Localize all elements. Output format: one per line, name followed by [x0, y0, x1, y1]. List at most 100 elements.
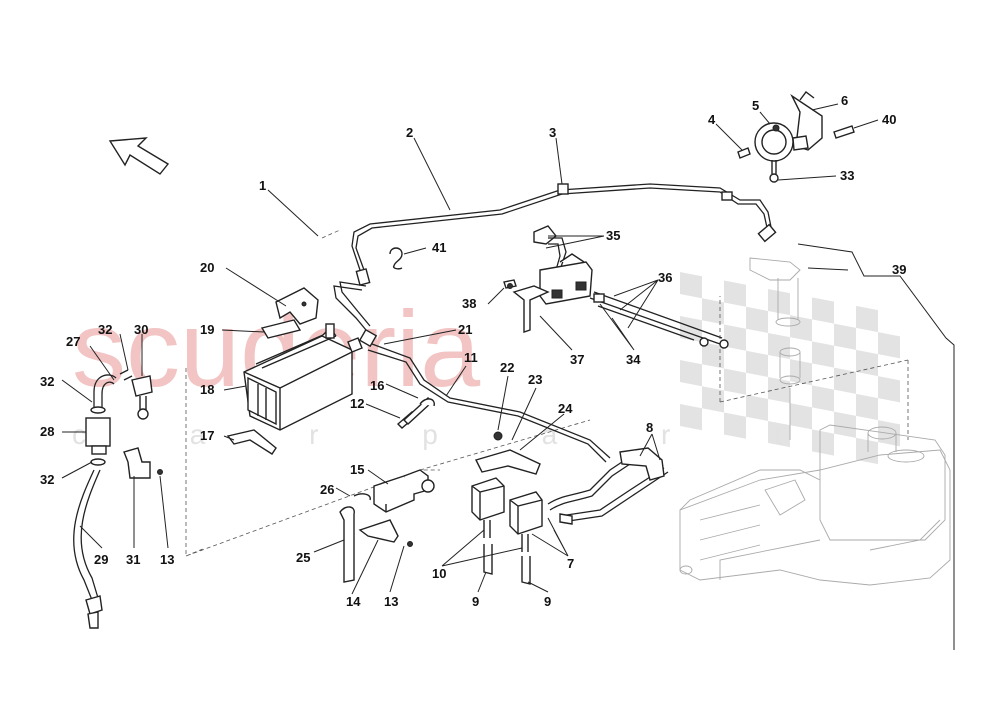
short-hose-12: [396, 397, 435, 429]
callout-1: 1: [259, 178, 266, 193]
callout-25: 25: [296, 550, 310, 565]
leader-lines: [61, 103, 879, 595]
left-fitting-assembly: [73, 369, 163, 629]
solenoid-valve-15: [353, 469, 435, 547]
flag-square: [768, 420, 790, 448]
flag-square: [702, 342, 724, 369]
flag-square: [812, 297, 834, 324]
callout-4: 4: [708, 112, 716, 127]
solenoid-valve-pair: [471, 431, 669, 585]
main-vent-pipe: [351, 183, 777, 286]
callout-39: 39: [892, 262, 906, 277]
filler-neck-ghost: [749, 257, 801, 440]
flag-square: [856, 437, 878, 465]
callout-9-right: 9: [544, 594, 551, 609]
hose-25: [339, 506, 355, 583]
callout-40: 40: [882, 112, 896, 127]
callout-27: 27: [66, 334, 80, 349]
flag-square: [834, 411, 856, 438]
flag-square: [724, 324, 746, 351]
flag-square: [812, 341, 834, 368]
callout-32-bottom: 32: [40, 472, 54, 487]
filler-neck-leader: [797, 243, 955, 650]
callout-41: 41: [432, 240, 446, 255]
bolt-38: [507, 283, 513, 289]
callout-33: 33: [840, 168, 854, 183]
flag-square: [834, 323, 856, 350]
flag-square: [746, 394, 768, 421]
flag-square: [724, 368, 746, 395]
callout-13-left: 13: [160, 552, 174, 567]
flag-square: [790, 403, 812, 430]
callout-26: 26: [320, 482, 334, 497]
callout-7: 7: [567, 556, 574, 571]
carbon-canister: [243, 287, 363, 431]
callout-10: 10: [432, 566, 446, 581]
callout-16: 16: [370, 378, 384, 393]
callout-35: 35: [606, 228, 620, 243]
flag-square: [680, 360, 702, 387]
flag-square: [856, 393, 878, 421]
flag-square: [834, 367, 856, 394]
flag-square: [812, 385, 834, 412]
callout-29: 29: [94, 552, 108, 567]
callout-31: 31: [126, 552, 140, 567]
callout-21: 21: [458, 322, 472, 337]
flag-square: [702, 298, 724, 325]
callout-38: 38: [462, 296, 476, 311]
vacuum-pump-assembly: [737, 91, 855, 183]
flag-square: [680, 404, 702, 431]
callout-37: 37: [570, 352, 584, 367]
flag-square: [746, 350, 768, 377]
flag-square: [724, 280, 746, 307]
callout-2: 2: [406, 125, 413, 140]
callout-15: 15: [350, 462, 364, 477]
canister-hose: [325, 281, 611, 463]
flag-square: [790, 359, 812, 386]
callout-32-middle: 32: [40, 374, 54, 389]
flag-square: [856, 349, 878, 377]
dashed-boundary-left: [185, 368, 440, 557]
flag-square: [812, 429, 834, 456]
callout-14: 14: [346, 594, 361, 609]
flag-square: [768, 332, 790, 360]
callout-36: 36: [658, 270, 672, 285]
watermark-subtitle: c a r p a r t s: [72, 419, 948, 450]
callout-5: 5: [752, 98, 759, 113]
flag-square: [746, 306, 768, 333]
callout-34: 34: [626, 352, 641, 367]
purge-valve-assembly: [503, 225, 593, 333]
callout-28: 28: [40, 424, 54, 439]
flag-square: [724, 412, 746, 439]
callout-17: 17: [200, 428, 214, 443]
callout-3: 3: [549, 125, 556, 140]
callout-22: 22: [500, 360, 514, 375]
callout-9-left: 9: [472, 594, 479, 609]
flag-square: [768, 288, 790, 316]
callout-20: 20: [200, 260, 214, 275]
connector-rods: [589, 291, 729, 349]
flag-square: [680, 272, 702, 299]
callout-6: 6: [841, 93, 848, 108]
front-direction-arrow: [108, 137, 170, 175]
dashed-boundary-right: [719, 296, 909, 440]
flag-square: [856, 305, 878, 333]
callout-13-right: 13: [384, 594, 398, 609]
flag-square: [768, 376, 790, 404]
flag-square: [878, 376, 900, 403]
callout-11: 11: [464, 350, 478, 365]
callout-18: 18: [200, 382, 214, 397]
fuel-tank-ghost: [679, 424, 951, 586]
bracket-17: [226, 429, 277, 455]
callout-23: 23: [528, 372, 542, 387]
callout-30: 30: [134, 322, 148, 337]
flag-square: [702, 386, 724, 413]
flag-square: [790, 315, 812, 342]
callout-24: 24: [558, 401, 573, 416]
callout-32-top: 32: [98, 322, 112, 337]
checkered-flag-watermark: [680, 272, 900, 465]
callout-8: 8: [646, 420, 653, 435]
callout-labels: 1 2 3 4 5 6 7 8 9 9 10 11 12 13 13 14 15…: [40, 93, 906, 609]
callout-12: 12: [350, 396, 364, 411]
